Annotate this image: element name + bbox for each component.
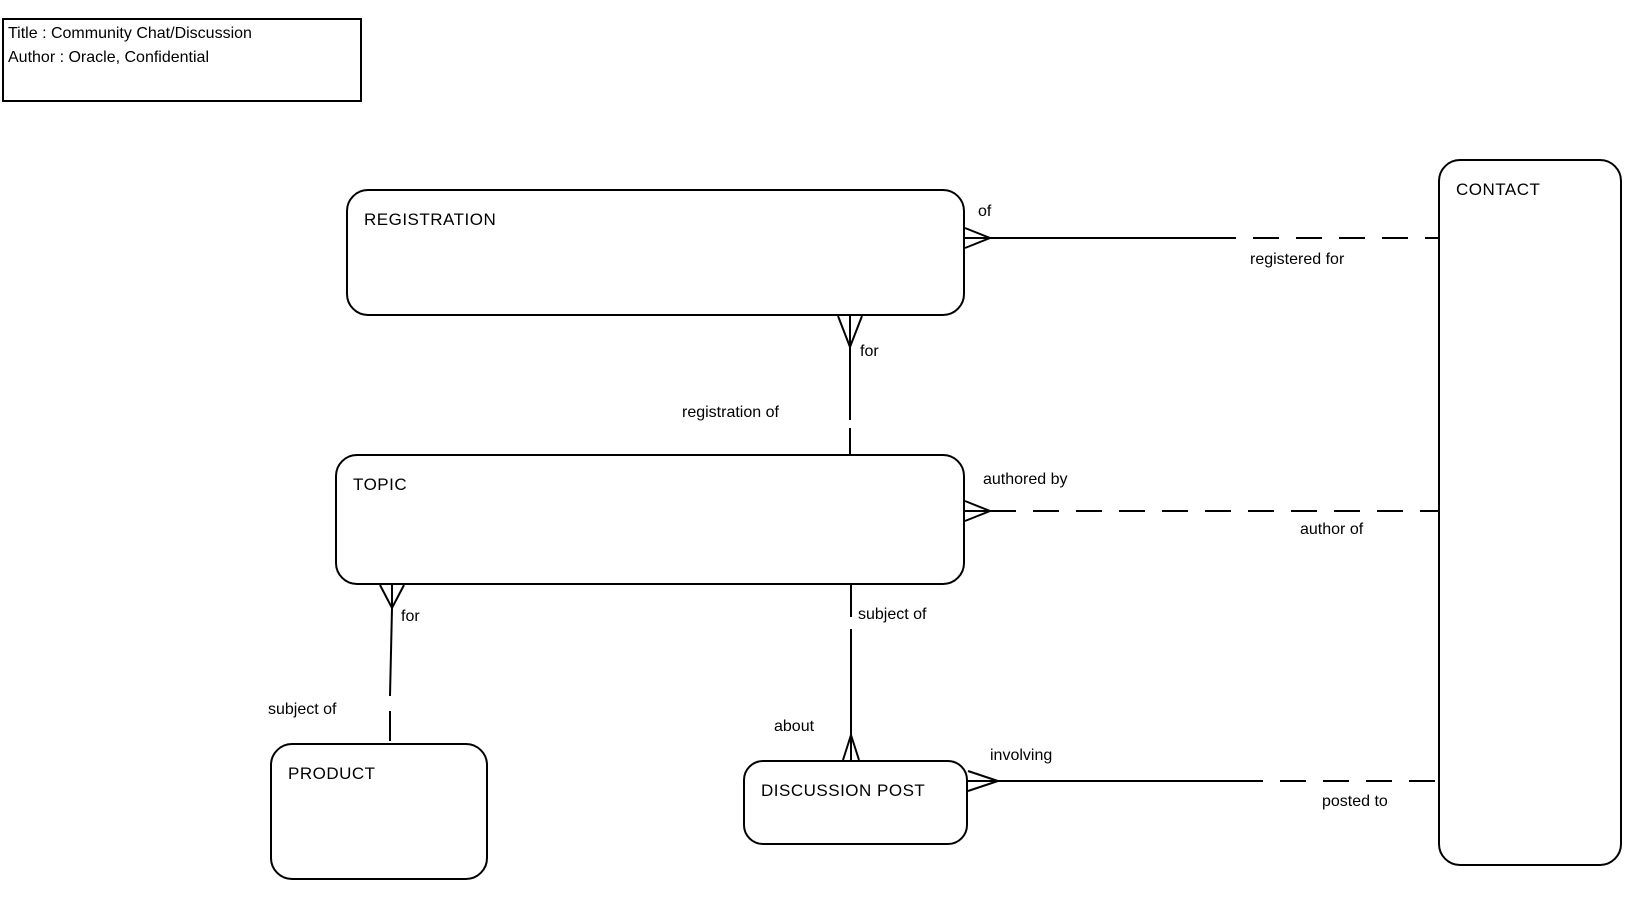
diagram-author: Author : Oracle, Confidential	[8, 49, 209, 66]
relationship-discussion-post-topic	[842, 585, 860, 761]
entity-discussion-post-label: DISCUSSION POST	[761, 781, 926, 800]
relationship-label-registration-of: registration of	[682, 404, 779, 422]
crow-foot-topic-contact	[964, 500, 993, 522]
crow-foot-topic-product	[379, 584, 405, 611]
crow-foot-registration-topic	[837, 315, 863, 350]
relationship-label-subject-of-product: subject of	[268, 701, 337, 719]
line-solid-topic-product	[389, 607, 393, 697]
relationship-label-for-registration: for	[860, 343, 879, 361]
entity-product-label: PRODUCT	[288, 764, 376, 783]
diagram-title-block: Title : Community Chat/Discussion Author…	[2, 18, 362, 102]
relationship-topic-contact	[964, 500, 1438, 522]
crow-foot-registration-contact	[964, 227, 993, 249]
entity-topic[interactable]: TOPIC	[335, 454, 965, 585]
relationship-label-subject-of-topic: subject of	[858, 606, 927, 624]
entity-contact[interactable]: CONTACT	[1438, 159, 1622, 866]
relationship-topic-product	[379, 584, 405, 741]
relationship-label-of: of	[978, 203, 992, 221]
relationship-label-authored-by: authored by	[983, 471, 1068, 489]
relationship-label-for-topic: for	[401, 608, 420, 626]
entity-contact-label: CONTACT	[1456, 180, 1541, 199]
entity-topic-label: TOPIC	[353, 475, 408, 494]
relationship-registration-contact	[964, 227, 1438, 249]
crow-foot-discussion-post-contact	[967, 770, 1002, 792]
relationship-discussion-post-contact	[967, 770, 1438, 792]
entity-registration-label: REGISTRATION	[364, 210, 497, 229]
crow-foot-discussion-post-topic	[842, 731, 860, 761]
entity-discussion-post[interactable]: DISCUSSION POST	[743, 760, 968, 845]
relationship-label-posted-to: posted to	[1322, 793, 1388, 811]
relationship-label-about: about	[774, 718, 815, 736]
entity-registration[interactable]: REGISTRATION	[346, 189, 965, 316]
relationship-registration-topic	[837, 315, 863, 454]
relationship-label-registered-for: registered for	[1250, 251, 1345, 269]
relationship-label-author-of: author of	[1300, 521, 1364, 539]
diagram-title: Title : Community Chat/Discussion	[8, 25, 252, 42]
relationship-label-involving: involving	[990, 747, 1053, 765]
entity-product[interactable]: PRODUCT	[270, 743, 488, 880]
